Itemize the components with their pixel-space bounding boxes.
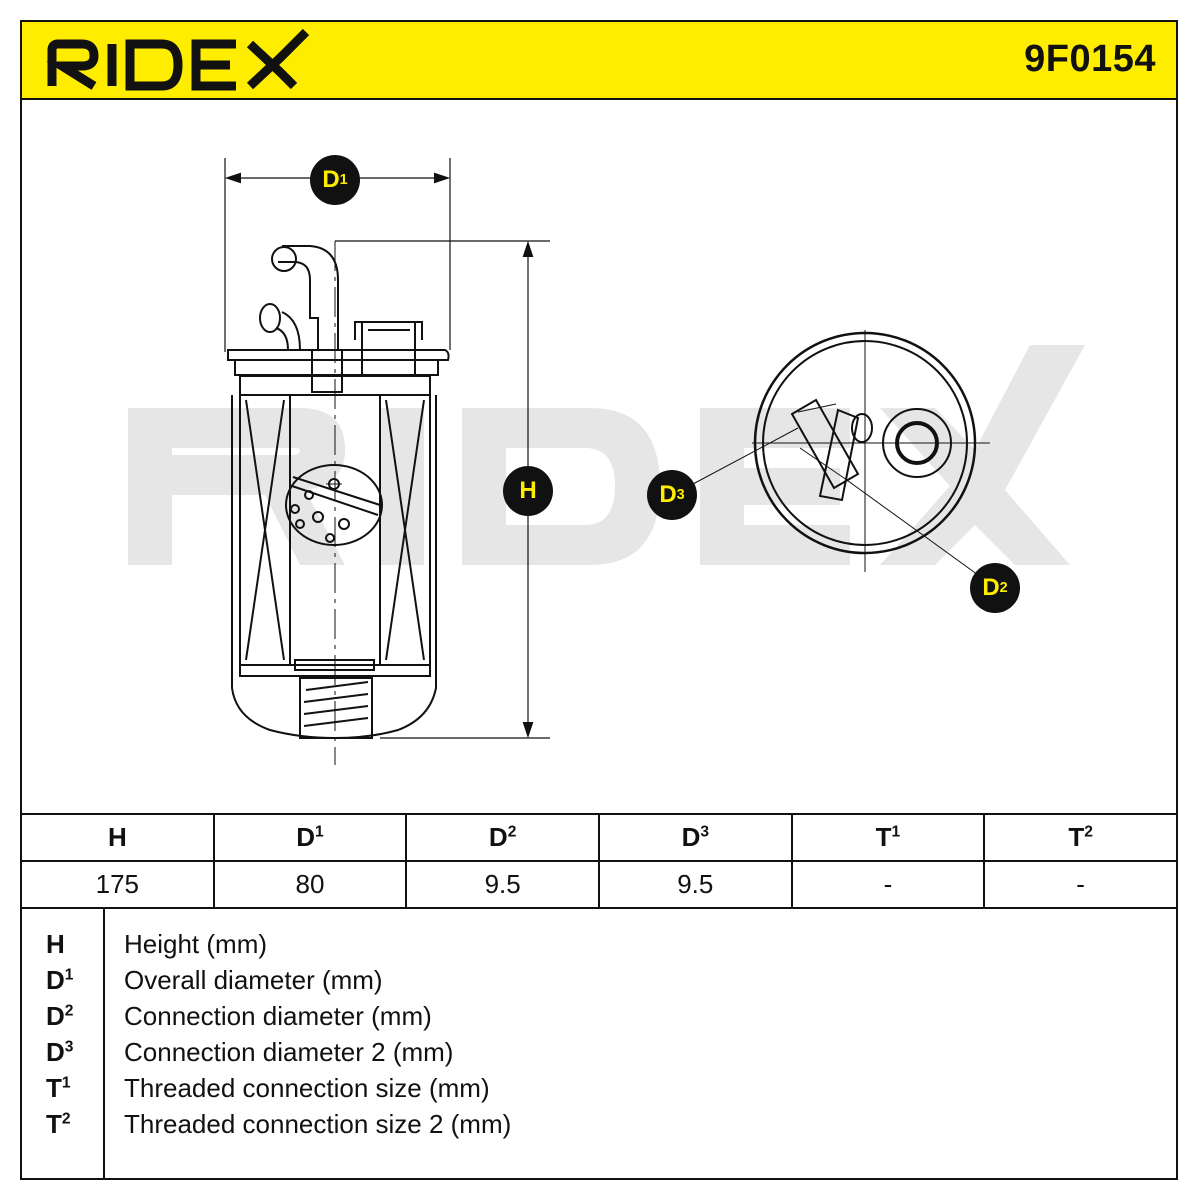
value-t1: - (790, 860, 986, 909)
header-d3: D3 (597, 813, 793, 862)
header-bar: 9F0154 (20, 20, 1178, 100)
dimensions-table: H D1 D2 D3 T1 T2 175 80 9.5 9.5 - - (20, 813, 1178, 909)
legend-key: H (46, 929, 65, 959)
ridex-logo (46, 28, 310, 91)
legend-key: T2 (46, 1109, 71, 1139)
filter-side-view (224, 158, 550, 765)
technical-drawing (128, 158, 1085, 765)
legend-divider (103, 909, 105, 1180)
legend-key: D3 (46, 1037, 74, 1067)
legend-desc: Connection diameter 2 (mm) (124, 1037, 454, 1067)
part-number: 9F0154 (1024, 38, 1156, 80)
value-t2: - (983, 860, 1178, 909)
legend-key: D1 (46, 965, 74, 995)
header-h: H (20, 813, 215, 862)
legend-desc: Threaded connection size (mm) (124, 1073, 490, 1103)
legend-desc: Height (mm) (124, 929, 268, 959)
legend-desc: Threaded connection size 2 (mm) (124, 1109, 512, 1139)
value-d2: 9.5 (405, 860, 600, 909)
filter-top-view (677, 330, 990, 581)
legend-desc: Connection diameter (mm) (124, 1001, 432, 1031)
legend-desc: Overall diameter (mm) (124, 965, 383, 995)
header-d2: D2 (405, 813, 600, 862)
header-t1: T1 (790, 813, 986, 862)
callout-h: H (503, 466, 553, 516)
value-h: 175 (20, 860, 215, 909)
legend-key: T1 (46, 1073, 71, 1103)
value-d1: 80 (212, 860, 408, 909)
header-t2: T2 (983, 813, 1178, 862)
ridex-watermark (128, 345, 1085, 565)
value-d3: 9.5 (597, 860, 793, 909)
dimensions-value-row: 175 80 9.5 9.5 - - (20, 860, 1178, 909)
legend-key: D2 (46, 1001, 74, 1031)
dimensions-header-row: H D1 D2 D3 T1 T2 (20, 813, 1178, 862)
legend: H Height (mm) D1 Overall diameter (mm) D… (20, 909, 1178, 1180)
header-d1: D1 (212, 813, 408, 862)
